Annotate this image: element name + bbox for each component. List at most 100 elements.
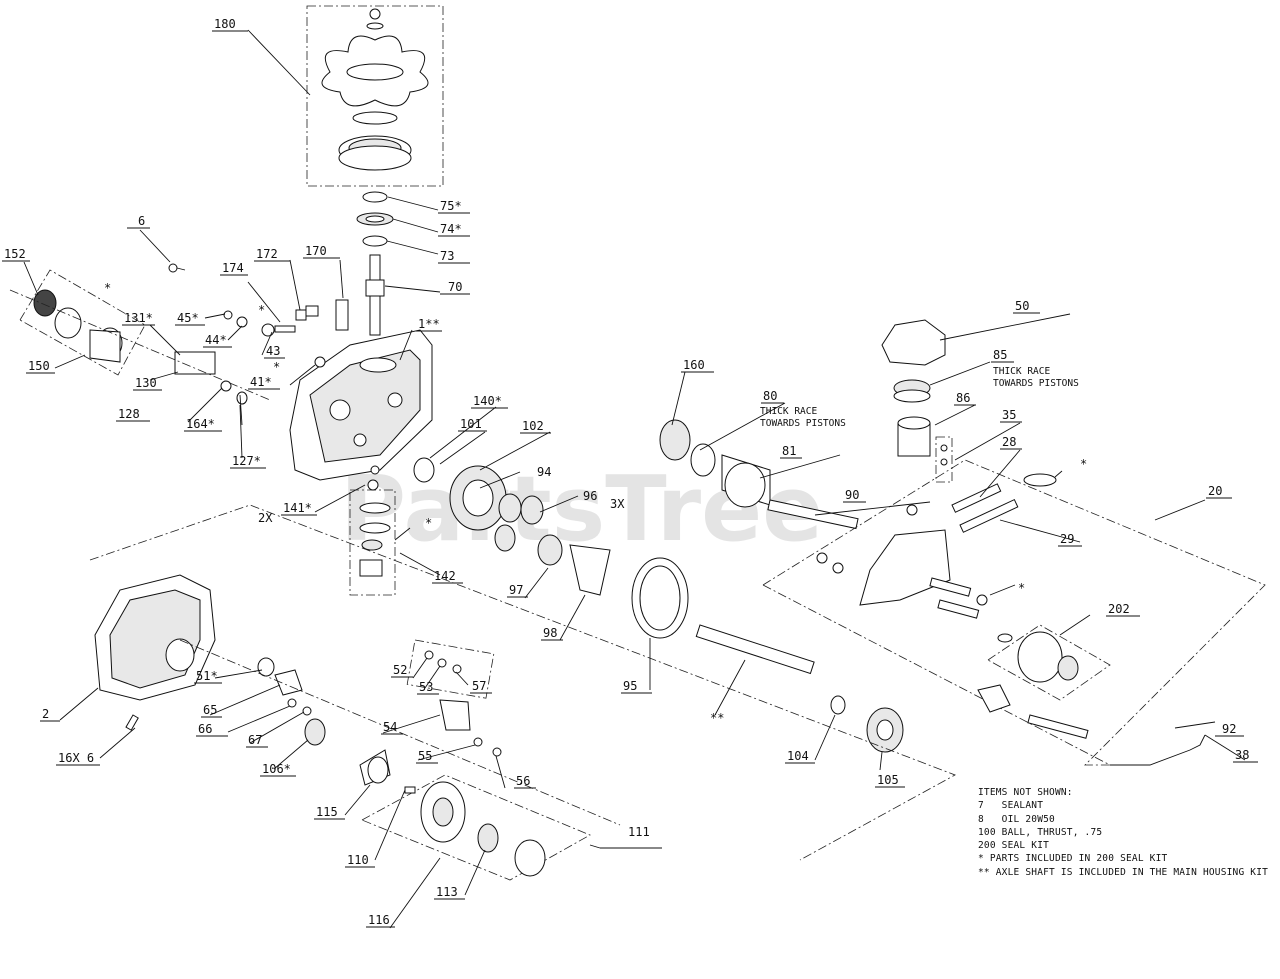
callout-85: 85 bbox=[993, 348, 1007, 362]
callout-95: 95 bbox=[623, 679, 637, 693]
main-housing bbox=[289, 329, 433, 481]
callout-55: 55 bbox=[418, 749, 432, 763]
notes-line: ** AXLE SHAFT IS INCLUDED IN THE MAIN HO… bbox=[978, 866, 1269, 878]
callout-97: 97 bbox=[509, 583, 523, 597]
callout-96: 96 bbox=[583, 489, 597, 503]
callout-labels: 180 75* 74* 73 70 6 172 170 174 152 * 13… bbox=[4, 17, 1249, 927]
callout-star-1: * bbox=[104, 281, 111, 295]
leader-lines bbox=[23, 229, 1246, 929]
callout-90: 90 bbox=[845, 488, 859, 502]
callout-180: 180 bbox=[214, 17, 236, 31]
callout-170: 170 bbox=[305, 244, 327, 258]
callout-202: 202 bbox=[1108, 602, 1130, 616]
callout-67: 67 bbox=[248, 733, 262, 747]
callout-80: 80 bbox=[763, 389, 777, 403]
hub-assembly bbox=[361, 774, 591, 881]
callout-44: 44* bbox=[205, 333, 227, 347]
callout-41: 41* bbox=[250, 375, 272, 389]
callout-45: 45* bbox=[177, 311, 199, 325]
callout-160: 160 bbox=[683, 358, 705, 372]
thick-race-note-85-line1: THICK RACE bbox=[993, 366, 1050, 377]
callout-98: 98 bbox=[543, 626, 557, 640]
callout-81: 81 bbox=[782, 444, 796, 458]
callout-66: 66 bbox=[198, 722, 212, 736]
notes-line: 8 OIL 20W50 bbox=[978, 813, 1055, 825]
callout-130: 130 bbox=[135, 376, 157, 390]
callout-28: 28 bbox=[1002, 435, 1016, 449]
center-section bbox=[762, 459, 1266, 766]
callout-73: 73 bbox=[440, 249, 454, 263]
callout-105: 105 bbox=[877, 773, 899, 787]
callout-131: 131* bbox=[124, 311, 153, 325]
side-cover bbox=[94, 574, 216, 701]
callout-underlines bbox=[2, 30, 1258, 928]
center-section-group bbox=[349, 479, 396, 596]
callout-65: 65 bbox=[203, 703, 217, 717]
callout-172: 172 bbox=[256, 247, 278, 261]
motor-swash-group bbox=[881, 319, 953, 483]
callout-2: 2 bbox=[42, 707, 49, 721]
notes-line: 100 BALL, THRUST, .75 bbox=[978, 826, 1103, 838]
callout-56: 56 bbox=[516, 774, 530, 788]
callout-38: 38 bbox=[1235, 748, 1249, 762]
callout-53: 53 bbox=[419, 680, 433, 694]
callout-102: 102 bbox=[522, 419, 544, 433]
gear-train bbox=[413, 457, 689, 639]
fan-pulley-assembly bbox=[306, 5, 444, 187]
callout-94: 94 bbox=[537, 465, 551, 479]
callout-86: 86 bbox=[956, 391, 970, 405]
callout-double-star: ** bbox=[710, 711, 724, 725]
callout-174: 174 bbox=[222, 261, 244, 275]
callout-star-3: * bbox=[273, 360, 280, 374]
callout-3x: 3X bbox=[610, 497, 625, 511]
callout-54: 54 bbox=[383, 720, 397, 734]
callout-113: 113 bbox=[436, 885, 458, 899]
items-not-shown-notes: ITEMS NOT SHOWN: 7 SEALANT 8 OIL 20W50 1… bbox=[978, 786, 1268, 879]
callout-152: 152 bbox=[4, 247, 26, 261]
callout-43: 43 bbox=[266, 344, 280, 358]
filter-assembly bbox=[19, 269, 146, 376]
callout-star-2: * bbox=[258, 303, 265, 317]
callout-111: 111 bbox=[628, 825, 650, 839]
callout-141: 141* bbox=[283, 501, 312, 515]
callout-140: 140* bbox=[473, 394, 502, 408]
callout-106: 106* bbox=[262, 762, 291, 776]
callout-star-4: * bbox=[425, 516, 432, 530]
notes-line: 7 SEALANT bbox=[978, 800, 1044, 812]
callout-29: 29 bbox=[1060, 532, 1074, 546]
thick-race-note-80-line1: THICK RACE bbox=[760, 406, 817, 417]
callout-142: 142 bbox=[434, 569, 456, 583]
callout-16x6: 16X 6 bbox=[58, 751, 94, 765]
callout-star-5: * bbox=[1080, 457, 1087, 471]
callout-20: 20 bbox=[1208, 484, 1222, 498]
callout-128: 128 bbox=[118, 407, 140, 421]
callout-35: 35 bbox=[1002, 408, 1016, 422]
callout-150: 150 bbox=[28, 359, 50, 373]
callout-115: 115 bbox=[316, 805, 338, 819]
thick-race-note-85-line2: TOWARDS PISTONS bbox=[993, 378, 1079, 389]
callout-101: 101 bbox=[460, 417, 482, 431]
callout-51: 51* bbox=[196, 669, 218, 683]
callout-127: 127* bbox=[232, 454, 261, 468]
callout-116: 116 bbox=[368, 913, 390, 927]
thick-race-note-80-line2: TOWARDS PISTONS bbox=[760, 418, 846, 429]
callout-70: 70 bbox=[448, 280, 462, 294]
notes-line: * PARTS INCLUDED IN 200 SEAL KIT bbox=[978, 853, 1168, 865]
callout-74: 74* bbox=[440, 222, 462, 236]
callout-50: 50 bbox=[1015, 299, 1029, 313]
callout-75: 75* bbox=[440, 199, 462, 213]
callout-6: 6 bbox=[138, 214, 145, 228]
callout-104: 104 bbox=[787, 749, 809, 763]
notes-title: ITEMS NOT SHOWN: bbox=[978, 787, 1073, 798]
callout-164: 164* bbox=[186, 417, 215, 431]
callout-57: 57 bbox=[472, 679, 486, 693]
callout-star-6: * bbox=[1018, 581, 1025, 595]
callout-110: 110 bbox=[347, 853, 369, 867]
callout-1: 1** bbox=[418, 317, 440, 331]
notes-line: 200 SEAL KIT bbox=[978, 840, 1050, 852]
callout-52: 52 bbox=[393, 663, 407, 677]
callout-2x: 2X bbox=[258, 511, 273, 525]
callout-92: 92 bbox=[1222, 722, 1236, 736]
pump-cylinder-group bbox=[659, 419, 859, 530]
